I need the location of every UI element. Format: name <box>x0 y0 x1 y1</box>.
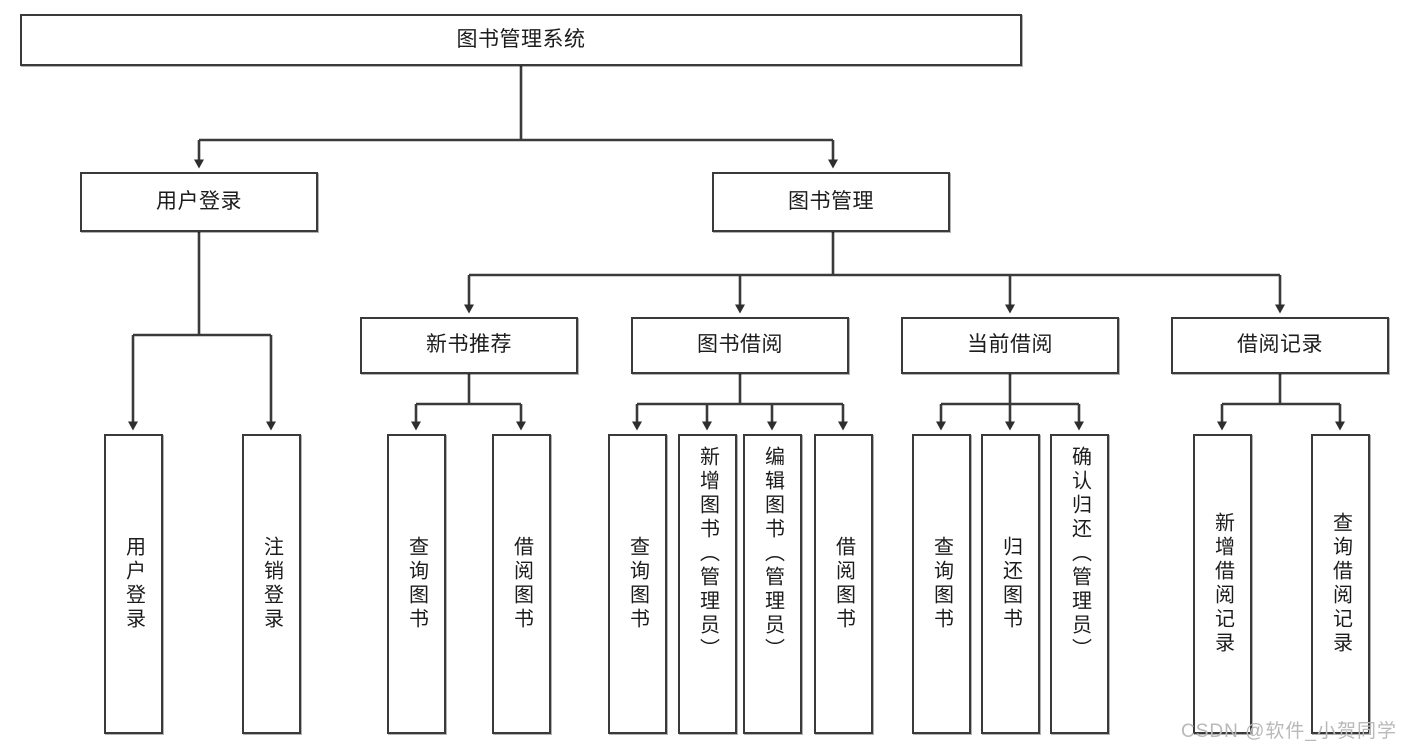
leaf-label: 借阅图书 <box>832 536 855 632</box>
leaf-label: 编辑图书（管理员） <box>761 446 784 662</box>
leaf-label: 确认归还（管理员） <box>1068 446 1091 662</box>
leaf-label: 注销登录 <box>260 536 283 632</box>
leaf-borrow-borrow-book[interactable]: 借阅图书 <box>814 434 873 734</box>
leaf-label: 新增借阅记录 <box>1211 512 1234 656</box>
leaf-user-login-signin[interactable]: 用户登录 <box>104 434 163 734</box>
leaf-label: 归还图书 <box>999 536 1022 632</box>
leaf-user-login-signout[interactable]: 注销登录 <box>242 434 301 734</box>
leaf-borrow-edit-book-admin[interactable]: 编辑图书（管理员） <box>743 434 802 734</box>
leaf-label: 用户登录 <box>122 536 145 632</box>
leaf-label: 借阅图书 <box>510 536 533 632</box>
leaf-current-query-book[interactable]: 查询图书 <box>912 434 971 734</box>
node-user-login[interactable]: 用户登录 <box>80 172 318 232</box>
node-label: 借阅记录 <box>1237 333 1323 357</box>
leaf-label: 查询借阅记录 <box>1329 512 1352 656</box>
leaf-new-book-query[interactable]: 查询图书 <box>387 434 446 734</box>
leaf-label: 新增图书（管理员） <box>696 446 719 662</box>
node-current-borrow[interactable]: 当前借阅 <box>901 317 1119 374</box>
node-book-borrow[interactable]: 图书借阅 <box>631 317 849 374</box>
node-new-book-recommend[interactable]: 新书推荐 <box>360 317 578 374</box>
leaf-label: 查询图书 <box>930 536 953 632</box>
node-label: 当前借阅 <box>967 333 1053 357</box>
leaf-record-add[interactable]: 新增借阅记录 <box>1193 434 1252 734</box>
node-label: 用户登录 <box>156 189 242 213</box>
leaf-current-return-book[interactable]: 归还图书 <box>981 434 1040 734</box>
leaf-borrow-add-book-admin[interactable]: 新增图书（管理员） <box>678 434 737 734</box>
leaf-label: 查询图书 <box>405 536 428 632</box>
leaf-borrow-query-book[interactable]: 查询图书 <box>608 434 667 734</box>
watermark: CSDN @软件_小贺同学 <box>1181 721 1397 742</box>
leaf-label: 查询图书 <box>626 536 649 632</box>
node-label: 图书借阅 <box>697 333 783 357</box>
node-label: 新书推荐 <box>426 333 512 357</box>
leaf-new-book-borrow[interactable]: 借阅图书 <box>492 434 551 734</box>
leaf-record-query[interactable]: 查询借阅记录 <box>1311 434 1370 734</box>
node-borrow-record[interactable]: 借阅记录 <box>1171 317 1389 374</box>
node-book-management[interactable]: 图书管理 <box>712 172 950 232</box>
leaf-current-confirm-return-admin[interactable]: 确认归还（管理员） <box>1050 434 1109 734</box>
node-root-system[interactable]: 图书管理系统 <box>20 14 1022 66</box>
node-label: 图书管理 <box>788 189 874 213</box>
node-label: 图书管理系统 <box>456 27 586 51</box>
